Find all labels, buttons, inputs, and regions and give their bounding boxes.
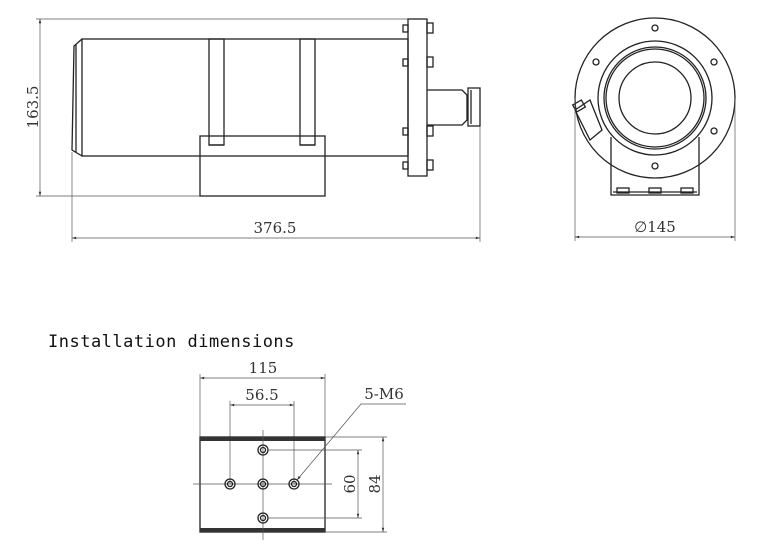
housing-body [81, 38, 409, 157]
installation-view: Installation dimensions 115 56.5 5-M6 60 [48, 332, 406, 540]
flange-outline [574, 17, 736, 179]
diameter-dim-label: ∅145 [634, 218, 676, 236]
flange-bolts [402, 22, 434, 171]
mount-base [199, 135, 326, 197]
side-view: 163.5 376.5 [24, 18, 481, 242]
gland-nut [467, 87, 481, 127]
hole-spec-leader [296, 403, 406, 481]
strap [299, 38, 316, 146]
width-dim-label: 115 [249, 359, 278, 377]
bracket [610, 137, 700, 196]
length-dim-label: 376.5 [254, 219, 297, 237]
rear-flange [407, 18, 428, 177]
strap [208, 38, 225, 146]
height-dim-label: 163.5 [24, 86, 42, 129]
front-cap [71, 38, 83, 157]
flange-holes [592, 24, 718, 170]
installation-title: Installation dimensions [48, 332, 295, 352]
cable-gland [427, 89, 468, 126]
lens-window [618, 61, 692, 135]
height-dim-label: 84 [366, 474, 384, 493]
front-view: ∅145 [571, 17, 736, 241]
hole-spacing-v-label: 60 [341, 474, 359, 493]
hole-spec-label: 5-M6 [364, 385, 404, 403]
hole-spacing-h-label: 56.5 [245, 386, 278, 404]
cable-gland [574, 99, 603, 142]
